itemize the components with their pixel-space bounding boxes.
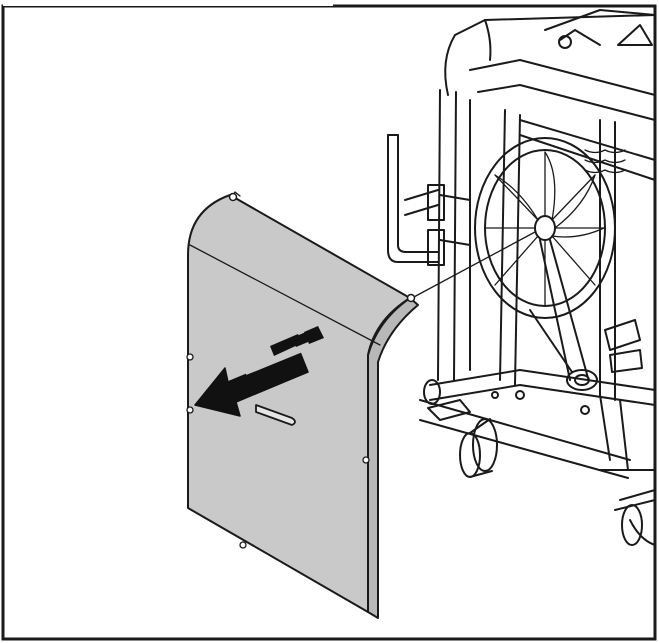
panel-screw — [186, 353, 194, 361]
panel-screw — [362, 456, 370, 464]
panel-screw — [239, 541, 247, 549]
panel-screw — [406, 293, 416, 303]
panel-edge — [367, 297, 419, 619]
flywheel — [474, 137, 626, 319]
panel-screw — [228, 192, 238, 202]
leader-line — [411, 231, 536, 299]
machine-frame — [387, 9, 656, 546]
removal-arrow — [194, 326, 324, 417]
side-cover-panel — [186, 191, 419, 619]
caption-strip — [3, 0, 333, 6]
panel-screw — [186, 406, 194, 414]
panel-handle — [255, 404, 296, 426]
drive-belt — [529, 239, 643, 391]
